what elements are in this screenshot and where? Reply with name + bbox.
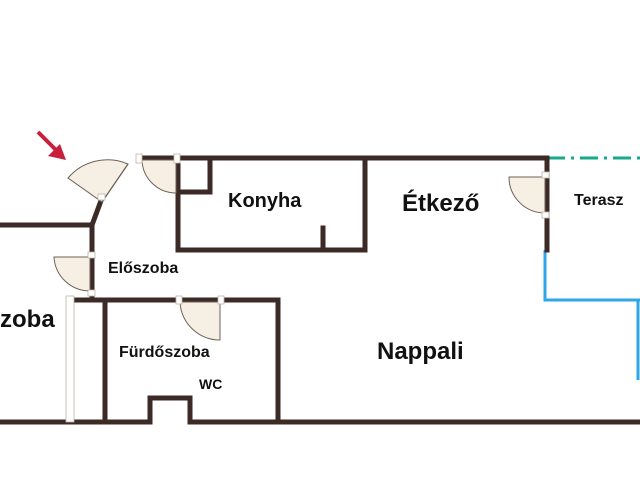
room-label-szoba: zoba [0, 306, 55, 333]
room-label-wc: WC [199, 376, 223, 392]
kitchen-door [141, 159, 177, 194]
dining-door [508, 176, 546, 214]
walls [0, 155, 640, 425]
bathroom-door [179, 301, 221, 341]
room-label-nappali: Nappali [377, 338, 464, 365]
room-label-konyha: Konyha [228, 190, 302, 212]
entrance-door [67, 159, 129, 203]
terrace-glass-wall [543, 250, 640, 302]
hall-door [53, 256, 91, 292]
room-label-terasz: Terasz [574, 192, 624, 209]
room-label-etkezo: Étkező [402, 190, 480, 217]
entrance-arrow-icon [36, 130, 66, 160]
door-jambs [65, 153, 550, 423]
room-label-eloszoba: Előszoba [108, 260, 179, 277]
room-label-furdoszoba: Fürdőszoba [119, 344, 210, 361]
